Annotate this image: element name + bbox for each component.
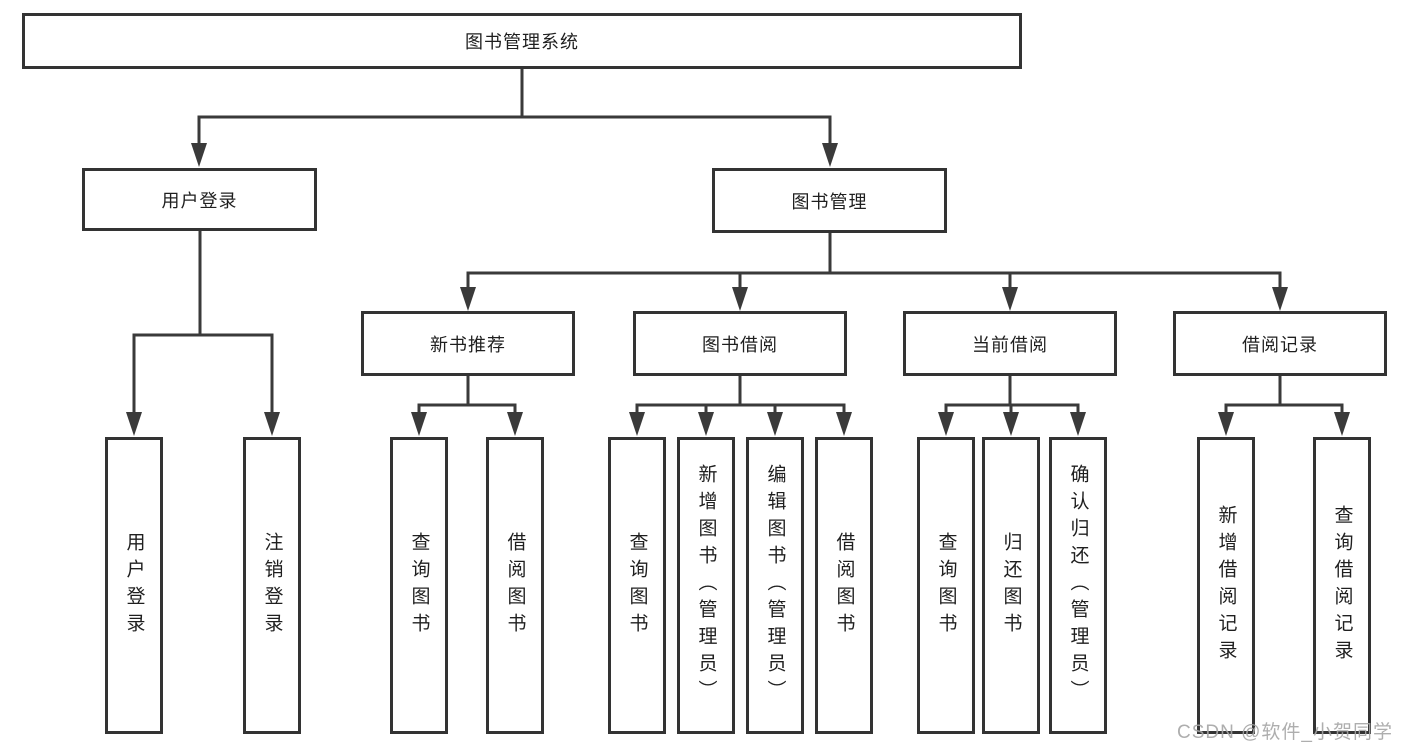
- leaf-records-query-record: 查询借阅记录: [1313, 437, 1371, 734]
- leaf-label: 用户登录: [123, 531, 145, 640]
- leaf-current-query-books: 查询图书: [917, 437, 975, 734]
- leaf-label: 归还图书: [1000, 531, 1022, 640]
- leaf-label: 查询图书: [408, 531, 430, 640]
- leaf-recommend-borrow-books: 借阅图书: [486, 437, 544, 734]
- leaf-label: 注销登录: [261, 531, 283, 640]
- leaf-label: 新增借阅记录: [1215, 504, 1237, 667]
- node-book-borrowing: 图书借阅: [633, 311, 847, 376]
- leaf-borrow-borrow-books: 借阅图书: [815, 437, 873, 734]
- leaf-label: 借阅图书: [833, 531, 855, 640]
- leaf-label: 查询借阅记录: [1331, 504, 1353, 667]
- leaf-label: 借阅图书: [504, 531, 526, 640]
- leaf-records-add-record: 新增借阅记录: [1197, 437, 1255, 734]
- leaf-borrow-add-books-admin: 新增图书（管理员）: [677, 437, 735, 734]
- leaf-logout: 注销登录: [243, 437, 301, 734]
- leaf-label: 编辑图书（管理员）: [764, 464, 786, 707]
- leaf-label: 查询图书: [935, 531, 957, 640]
- node-book-management: 图书管理: [712, 168, 947, 233]
- leaf-recommend-query-books: 查询图书: [390, 437, 448, 734]
- leaf-borrow-query-books: 查询图书: [608, 437, 666, 734]
- node-root: 图书管理系统: [22, 13, 1022, 69]
- leaf-borrow-edit-books-admin: 编辑图书（管理员）: [746, 437, 804, 734]
- leaf-user-login: 用户登录: [105, 437, 163, 734]
- node-borrowing-records: 借阅记录: [1173, 311, 1387, 376]
- leaf-label: 查询图书: [626, 531, 648, 640]
- leaf-label: 新增图书（管理员）: [695, 464, 717, 707]
- leaf-current-return-books: 归还图书: [982, 437, 1040, 734]
- node-current-borrowing: 当前借阅: [903, 311, 1117, 376]
- watermark: CSDN @软件_小贺同学: [1177, 722, 1393, 743]
- leaf-current-confirm-return-admin: 确认归还（管理员）: [1049, 437, 1107, 734]
- leaf-label: 确认归还（管理员）: [1067, 464, 1089, 707]
- node-new-book-recommend: 新书推荐: [361, 311, 575, 376]
- node-user-login: 用户登录: [82, 168, 317, 231]
